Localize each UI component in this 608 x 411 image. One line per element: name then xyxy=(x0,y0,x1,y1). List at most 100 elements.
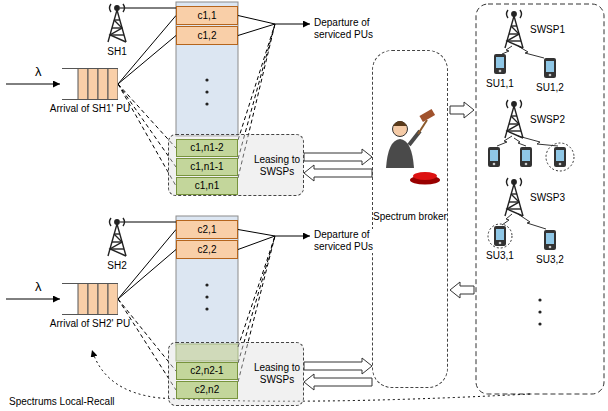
gavel-head xyxy=(419,109,435,122)
tower-icon xyxy=(505,100,523,138)
swsp-station-label: SWSP2 xyxy=(530,114,565,126)
ellipsis-dot xyxy=(538,310,541,313)
tower-wire xyxy=(120,8,176,9)
swsp-station: SWSP1 xyxy=(500,8,572,50)
leased-channel-cell: c2,n2-1 xyxy=(176,362,238,380)
tower-wire xyxy=(120,222,176,223)
spectrum-broker: Spectrum broker xyxy=(372,50,448,388)
radio-link xyxy=(502,46,512,54)
leasing-group-label: Leasing to SWSPs xyxy=(252,362,302,386)
tower-icon xyxy=(108,4,126,42)
tower-shape xyxy=(100,2,134,44)
phone-icon xyxy=(554,147,566,167)
leased-channel-cell-label: c1,n1 xyxy=(177,178,237,194)
swsp-station: SWSP2 xyxy=(500,98,572,140)
departure-arrow xyxy=(275,236,310,237)
leased-channel-cell: c2,n2 xyxy=(176,381,238,399)
arrival-arrow xyxy=(6,84,60,85)
swsp-station-label: SWSP3 xyxy=(530,192,565,204)
tower-shape xyxy=(500,8,528,50)
channel-cell-label: c2,2 xyxy=(177,241,237,258)
leased-channel-cell: c1,n1-2 xyxy=(176,139,238,157)
swsp-station: SWSP3 xyxy=(500,176,572,218)
departure-line xyxy=(238,236,275,347)
leased-channel-cell-label: c2,n2 xyxy=(177,382,237,398)
tower-icon xyxy=(505,10,523,48)
gavel-handle xyxy=(418,120,427,134)
block-arrow xyxy=(304,374,372,390)
ellipsis-dot xyxy=(205,295,208,298)
ellipsis-dot xyxy=(538,322,541,325)
secondary-user: SU3,2 xyxy=(530,230,570,268)
base-station: SH1 xyxy=(100,2,134,58)
swsp-station-label: SWSP1 xyxy=(530,24,565,36)
recall-arrow xyxy=(92,350,530,401)
auctioneer-head xyxy=(393,122,408,137)
departure-line xyxy=(238,236,275,250)
departure-label: Departure of serviced PUs xyxy=(313,229,387,253)
block-arrow xyxy=(304,149,372,165)
pu-queue-label: Arrival of SH1' PU xyxy=(48,103,132,115)
block-arrow xyxy=(304,165,372,181)
leased-channel-cell: c1,n1 xyxy=(176,177,238,195)
swsp-region xyxy=(476,4,604,394)
channel-column xyxy=(176,2,238,136)
block-arrow xyxy=(450,282,474,298)
tower-shape xyxy=(500,98,528,140)
leasing-group: Leasing to SWSPs c2,n2-1 c2,n2 xyxy=(168,342,304,406)
leased-channel-cell-label: c1,n1-2 xyxy=(177,140,237,156)
pu-queue: Arrival of SH2' PU xyxy=(62,283,118,315)
leasing-group: Leasing to SWSPs c1,n1-2 c1,n1-1 c1,n1 xyxy=(168,134,304,196)
channel-cell-label: c1,1 xyxy=(177,7,237,24)
departure-arrow xyxy=(275,24,310,25)
ellipsis-dot xyxy=(205,78,208,81)
spectrum-broker-label: Spectrum broker xyxy=(373,211,447,223)
arrival-arrow xyxy=(6,299,60,300)
radio-link xyxy=(514,138,526,146)
pu-queue: Arrival of SH1' PU xyxy=(62,68,118,100)
tower-shape xyxy=(500,176,528,218)
secondary-user-label: SU3,2 xyxy=(526,254,574,266)
secondary-user-label: SU1,1 xyxy=(476,78,524,90)
arrival-rate: λ xyxy=(34,281,43,293)
phone-icon xyxy=(544,58,556,78)
base-station: SH2 xyxy=(100,216,134,272)
gavel-block xyxy=(413,172,437,180)
ellipsis-dot xyxy=(205,307,208,310)
phone-icon xyxy=(544,230,556,250)
pu-queue-label: Arrival of SH2' PU xyxy=(48,318,132,330)
leased-channel-cell-label: c2,n2-1 xyxy=(177,363,237,379)
phone-icon xyxy=(520,147,532,167)
assignment-line xyxy=(118,250,176,300)
departure-line xyxy=(238,16,275,25)
radio-link xyxy=(518,136,558,146)
departure-line xyxy=(238,24,275,140)
assignment-line xyxy=(118,36,176,85)
tower-icon xyxy=(505,178,523,216)
radio-link xyxy=(502,214,512,225)
queue-shape xyxy=(62,68,118,100)
base-station-label: SH1 xyxy=(100,46,134,58)
channel-cell: c1,2 xyxy=(176,26,238,45)
queue-shape xyxy=(62,283,118,315)
leasing-group-label: Leasing to SWSPs xyxy=(252,154,302,178)
phone-icon xyxy=(488,147,500,167)
leased-channel-cell: c1,n1-1 xyxy=(176,158,238,176)
block-arrow xyxy=(304,358,372,374)
block-arrow xyxy=(450,102,474,118)
recall-label: Spectrums Local-Recall xyxy=(8,396,116,408)
arrival-rate: λ xyxy=(34,66,43,78)
secondary-user: SU1,2 xyxy=(530,58,570,96)
ellipsis-dot xyxy=(205,90,208,93)
channel-cell: c1,1 xyxy=(176,6,238,25)
dotted-circle xyxy=(546,143,574,171)
base-station-label: SH2 xyxy=(100,260,134,272)
ellipsis-dot xyxy=(205,102,208,105)
departure-line xyxy=(238,24,275,36)
phone-icon xyxy=(494,54,506,74)
ellipsis-dot xyxy=(538,298,541,301)
departure-label: Departure of serviced PUs xyxy=(313,17,387,41)
